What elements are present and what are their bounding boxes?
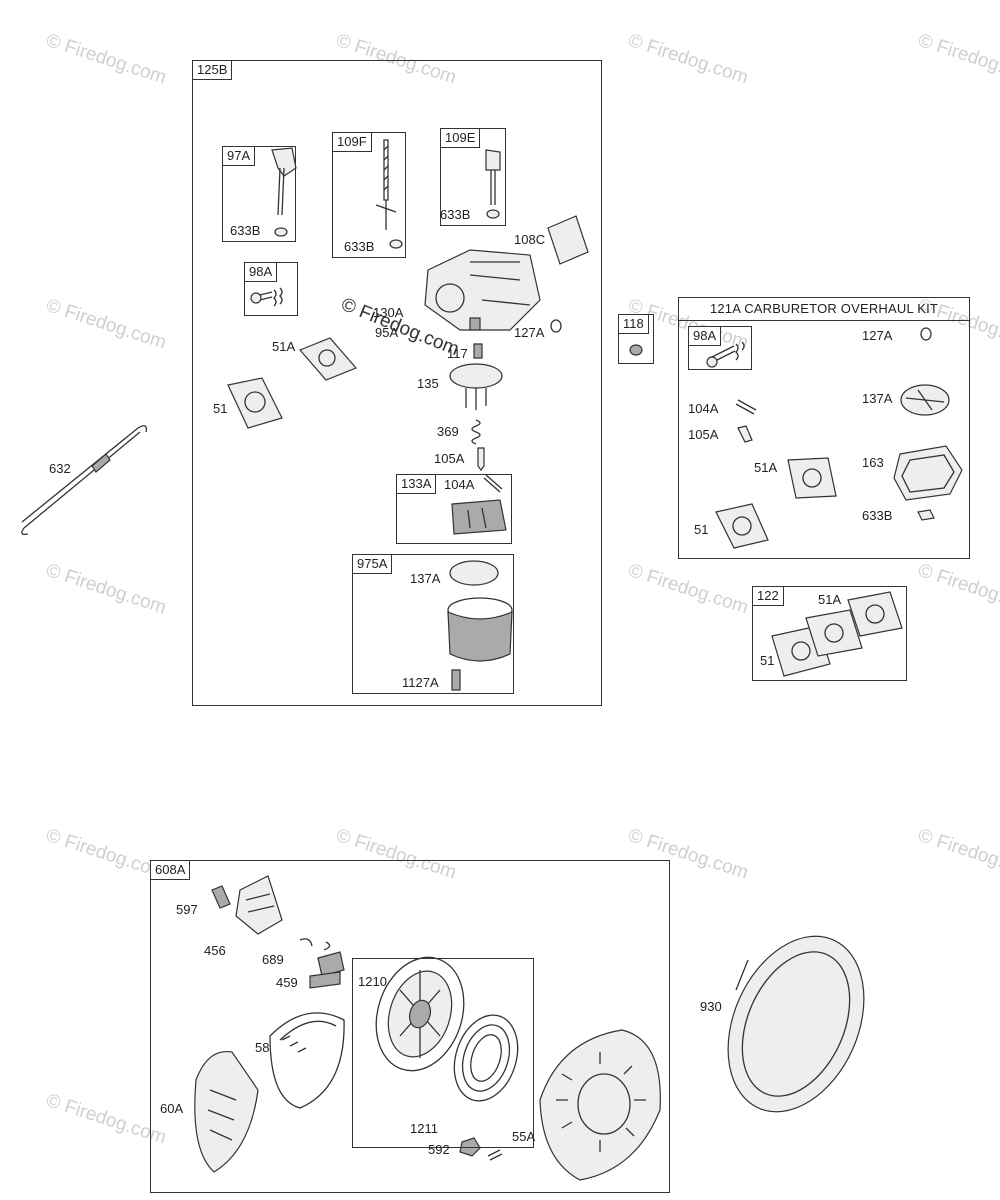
group-109e-box: 109E (440, 128, 506, 226)
group-tag: 125B (192, 60, 233, 80)
part-label: 95A (375, 325, 399, 340)
group-122-box: 122 (752, 586, 907, 681)
group-tag: 122 (752, 586, 784, 606)
kit-gasket-163-drawing (893, 445, 963, 501)
group-975a-box: 975A (352, 554, 514, 694)
group-tag: 98A (688, 326, 722, 346)
group-tag: 608A (150, 860, 191, 880)
part-label: 633B (230, 223, 261, 238)
governor-link-632-drawing (21, 425, 147, 536)
carburetor-body-drawing (424, 249, 541, 331)
part-label: 633B (862, 508, 893, 523)
part-label: 58 (255, 1040, 270, 1055)
part-label: 108C (514, 232, 546, 247)
screw-drawing (487, 1149, 503, 1161)
part-label: 1210 (358, 974, 387, 989)
part-label: 1211 (410, 1121, 438, 1136)
part-label: 689 (262, 952, 284, 967)
kit-idle-screw-drawing (706, 341, 745, 368)
part-label: 1127A (402, 675, 439, 690)
kit-gasket-51a-drawing (787, 457, 837, 499)
group-tag: 109E (440, 128, 481, 148)
gasket-51-drawing (227, 377, 283, 429)
part-label: 137A (862, 391, 893, 406)
starter-housing-55a-drawing (539, 1029, 661, 1181)
choke-shaft-drawing (485, 149, 501, 219)
part-label: 104A (688, 401, 719, 416)
choke-lever-drawing (271, 147, 297, 237)
kit-washer-633b-drawing (917, 509, 935, 521)
part-label: 459 (276, 975, 298, 990)
group-tag: 133A (396, 474, 437, 494)
float-135-drawing (449, 363, 503, 410)
part-label: 51 (694, 522, 709, 537)
jet-117-drawing (473, 343, 483, 359)
group-125b-box: 125B (192, 60, 602, 706)
needle-105a-drawing (477, 447, 485, 471)
throttle-shaft-drawing (375, 139, 403, 249)
spring-369-drawing (471, 419, 481, 445)
part-label: 51 (213, 401, 228, 416)
group-97a-box: 97A (222, 146, 296, 242)
kit-title: 121A CARBURETOR OVERHAUL KIT (679, 298, 969, 321)
group-tag: 97A (222, 146, 256, 166)
part-label: 51A (818, 592, 842, 607)
group-tag: 975A (352, 554, 393, 574)
part-label: 592 (428, 1142, 450, 1157)
gasket-108c-drawing (547, 215, 589, 265)
kit-needle-105a-drawing (737, 425, 753, 443)
starter-parts-drawing (194, 875, 345, 1173)
part-label: 163 (862, 455, 884, 470)
group-tag: 109F (332, 132, 372, 152)
blower-housing-930-drawing (727, 935, 865, 1113)
part-label: 51 (760, 653, 775, 668)
part-label: 137A (410, 571, 441, 586)
group-98a-box: 98A (244, 262, 298, 316)
group-tag: 98A (244, 262, 278, 282)
float-bowl-975a-drawing (447, 560, 513, 691)
part-label: 104A (444, 477, 475, 492)
part-118-drawing (629, 344, 643, 356)
float-133a-drawing (451, 499, 507, 535)
part-label: 930 (700, 999, 722, 1014)
part-label: 105A (434, 451, 465, 466)
pulley-subgroup-box (352, 958, 534, 1148)
part-label: 632 (49, 461, 71, 476)
idle-screw-drawing (250, 287, 283, 307)
gasket-set-122-drawing (771, 591, 903, 677)
kit-o-ring-127a-drawing (920, 327, 932, 341)
part-label: 51A (272, 339, 296, 354)
group-tag: 118 (618, 314, 649, 334)
part-label: 633B (440, 207, 471, 222)
kit-pin-104a-drawing (735, 399, 757, 415)
part-label: 60A (160, 1101, 184, 1116)
group-133a-box: 133A (396, 474, 512, 544)
part-label: 127A (514, 325, 545, 340)
o-ring-127a-drawing (550, 319, 562, 333)
part-label: 127A (862, 328, 893, 343)
part-label: 130A (373, 305, 404, 320)
part-label: 135 (417, 376, 439, 391)
spring-1211-drawing (453, 1014, 519, 1102)
part-label: 369 (437, 424, 459, 439)
part-label: 117 (447, 346, 468, 361)
part-label: 597 (176, 902, 198, 917)
kit-gasket-51-drawing (715, 503, 769, 549)
part-label: 633B (344, 239, 375, 254)
group-109f-box: 109F (332, 132, 406, 258)
part-label: 55A (512, 1129, 536, 1144)
part-label: 105A (688, 427, 719, 442)
group-608a-box: 608A (150, 860, 670, 1193)
group-121a-kit-box: 121A CARBURETOR OVERHAUL KIT (678, 297, 970, 559)
part-label: 51A (754, 460, 778, 475)
kit-gasket-137a-drawing (900, 384, 950, 416)
pin-104a-drawing (483, 474, 503, 493)
kit-98a-box: 98A (688, 326, 752, 370)
pulley-1210-drawing (375, 956, 465, 1072)
group-118-box: 118 (618, 314, 654, 364)
gasket-51a-drawing (298, 337, 358, 381)
part-label: 456 (204, 943, 226, 958)
